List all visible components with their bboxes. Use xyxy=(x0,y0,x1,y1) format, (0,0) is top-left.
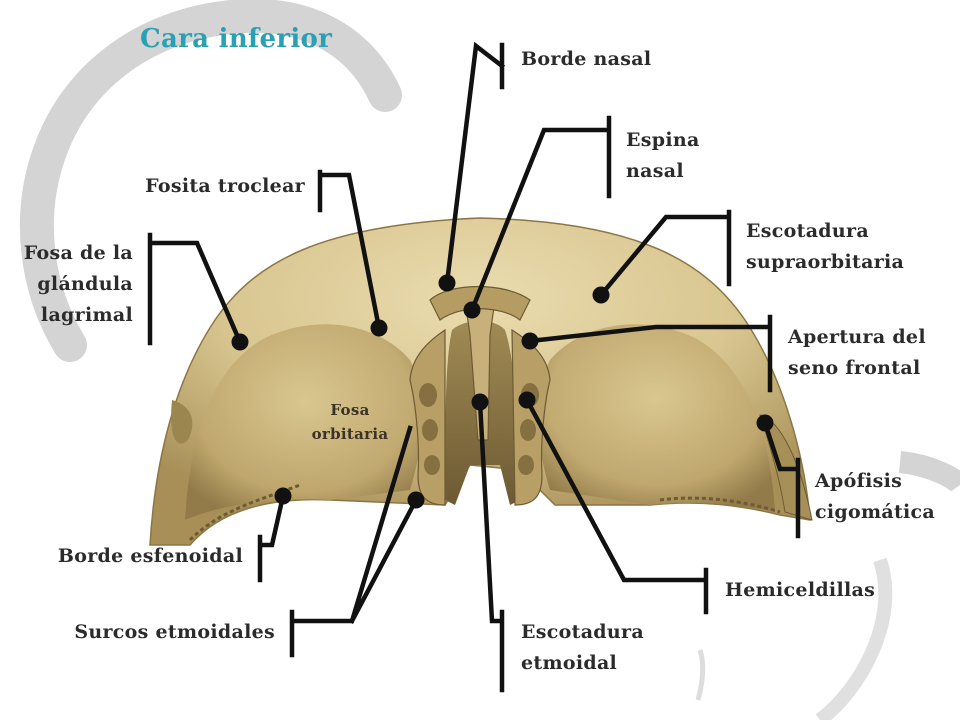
sphenoid-border-texture xyxy=(188,483,781,542)
frontal-bone xyxy=(149,217,813,546)
label-escotadura-etmoidal: Escotadura etmoidal xyxy=(521,621,644,674)
label-escotadura-supraorbitaria: Escotadura supraorbitaria xyxy=(746,220,905,273)
leader-borde-nasal xyxy=(444,41,506,286)
label-borde-esfenoidal: Borde esfenoidal xyxy=(57,545,243,567)
leader-escotadura-supraorbitaria xyxy=(597,209,732,299)
dot-fosita-troclear xyxy=(370,319,388,337)
dot-apertura-seno-frontal xyxy=(521,332,539,350)
leader-apofisis-cigomatica xyxy=(762,420,801,539)
dot-escotadura-etmoidal xyxy=(471,393,489,411)
diagram-title: Cara inferior xyxy=(140,24,333,54)
background-decoration xyxy=(19,0,960,720)
leader-borde-esfenoidal xyxy=(257,493,286,583)
left-orbital-fossa xyxy=(185,324,423,520)
dot-borde-nasal xyxy=(438,274,456,292)
leader-lines xyxy=(147,41,801,693)
label-apertura-seno-frontal: Apertura del seno frontal xyxy=(788,326,926,379)
dot-fosa-glandula-lagrimal xyxy=(231,333,249,351)
leader-surcos-etmoidales xyxy=(289,425,420,658)
leader-fosita-troclear xyxy=(317,169,382,331)
leader-escotadura-etmoidal xyxy=(477,399,505,693)
leader-apertura-seno-frontal xyxy=(527,314,773,393)
label-surcos-etmoidales: Surcos etmoidales xyxy=(74,621,275,643)
dot-espina-nasal xyxy=(463,301,481,319)
leader-hemiceldillas xyxy=(523,396,709,615)
dot-surcos-etmoidales xyxy=(407,491,425,509)
right-orbital-fossa xyxy=(537,324,775,512)
nasal-border xyxy=(429,286,531,321)
label-fosa-orbitaria: Fosa orbitaria xyxy=(311,401,389,443)
label-fosita-troclear: Fosita troclear xyxy=(145,175,305,197)
label-fosa-glandula-lagrimal: Fosa de la glándula lagrimal xyxy=(23,242,133,326)
label-apofisis-cigomatica: Apófisis cigomática xyxy=(815,470,936,523)
leader-dots xyxy=(231,274,774,509)
leader-fosa-glandula-lagrimal xyxy=(147,232,243,346)
label-borde-nasal: Borde nasal xyxy=(521,48,652,70)
dot-escotadura-supraorbitaria xyxy=(592,286,610,304)
dot-apofisis-cigomatica xyxy=(756,414,774,432)
label-hemiceldillas: Hemiceldillas xyxy=(725,579,876,601)
dot-hemiceldillas xyxy=(518,391,536,409)
left-zygomatic-edge xyxy=(171,400,193,444)
dot-borde-esfenoidal xyxy=(274,487,292,505)
label-espina-nasal: Espina nasal xyxy=(626,129,700,182)
leader-espina-nasal xyxy=(469,115,612,313)
